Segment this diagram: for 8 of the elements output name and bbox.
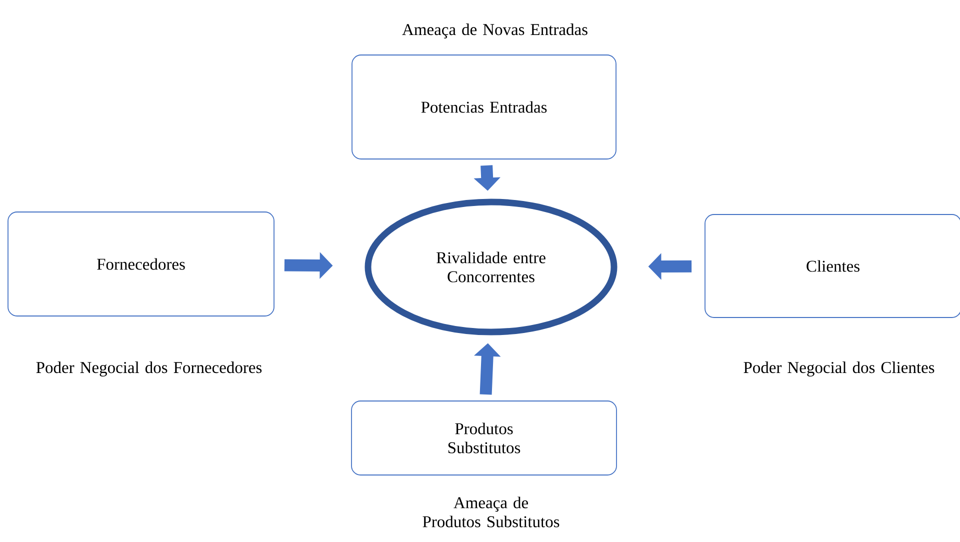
force-box: Clientes [704,214,960,318]
force-box: Produtos Substitutos [351,400,617,476]
caption-text: Poder Negocial dos Fornecedores [36,362,262,376]
caption-text: Ameaça de Produtos Substitutos [422,496,560,528]
force-box: Potencias Entradas [352,54,616,160]
caption-text: Poder Negocial dos Clientes [744,362,934,376]
caption-text: Ameaça de Novas Entradas [402,24,588,38]
force-box: Fornecedores [8,212,274,316]
